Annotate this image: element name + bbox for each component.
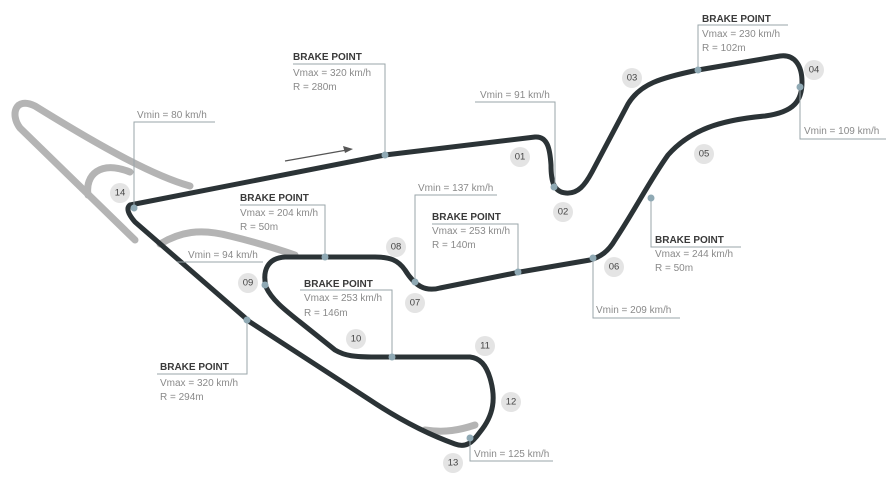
callout-title: BRAKE POINT <box>432 212 501 223</box>
turn-badge <box>501 392 521 412</box>
callout-vmin: Vmin = 125 km/h <box>474 449 549 460</box>
callout-vmin: Vmin = 91 km/h <box>480 90 550 101</box>
alt-track-hairpin <box>421 421 479 435</box>
turn-number: 08 <box>391 242 402 253</box>
direction-arrow-icon <box>284 146 353 162</box>
main-track <box>125 53 805 448</box>
turn-marker: 06 <box>604 257 624 277</box>
turn-badge <box>510 147 530 167</box>
turn-number: 09 <box>243 278 254 289</box>
callout-vmin: Vmin = 209 km/h <box>596 305 671 316</box>
turn-badge <box>443 453 463 473</box>
turn-marker: 03 <box>622 68 642 88</box>
turn-badge <box>386 237 406 257</box>
turn-marker: 11 <box>475 336 495 356</box>
turn-marker: 05 <box>694 144 714 164</box>
callout-vmin: Vmin = 80 km/h <box>137 110 207 121</box>
callout-brake-t5: BRAKE POINT Vmax = 244 km/h R = 50m <box>647 194 741 274</box>
turn-number: 03 <box>627 73 638 84</box>
turn-marker: 12 <box>501 392 521 412</box>
callout-vmin-t13: Vmin = 125 km/h <box>466 434 553 462</box>
callout-title: BRAKE POINT <box>702 14 771 25</box>
turn-number: 12 <box>506 397 517 408</box>
callout-brake-t8: BRAKE POINT Vmax = 204 km/h R = 50m <box>240 193 329 261</box>
callout-radius: R = 102m <box>702 43 746 54</box>
callout-radius: R = 280m <box>293 82 337 93</box>
callout-brake-t1: BRAKE POINT Vmax = 320 km/h R = 280m <box>293 52 389 159</box>
turn-marker: 04 <box>804 60 824 80</box>
turn-badge <box>238 273 258 293</box>
callout-vmax: Vmax = 204 km/h <box>240 208 318 219</box>
callout-vmin-t7: Vmin = 137 km/h <box>411 183 497 286</box>
callout-vmin-t9: Vmin = 94 km/h <box>177 250 269 289</box>
turn-marker: 07 <box>405 293 425 313</box>
turn-markers: 01 02 03 04 05 06 07 08 09 10 11 12 13 14 <box>110 60 824 473</box>
turn-badge <box>553 202 573 222</box>
callout-vmax: Vmax = 244 km/h <box>655 249 733 260</box>
turn-badge <box>475 336 495 356</box>
callout-radius: R = 50m <box>655 263 693 274</box>
turn-marker: 09 <box>238 273 258 293</box>
callout-vmax: Vmax = 320 km/h <box>293 68 371 79</box>
callout-vmax: Vmax = 320 km/h <box>160 378 238 389</box>
callout-title: BRAKE POINT <box>293 52 362 63</box>
callout-vmin-t2: Vmin = 91 km/h <box>475 90 558 191</box>
turn-marker: 10 <box>346 329 366 349</box>
callout-vmax: Vmax = 253 km/h <box>304 293 382 304</box>
turn-number: 04 <box>809 65 820 76</box>
turn-badge <box>694 144 714 164</box>
callout-brake-t3: BRAKE POINT Vmax = 230 km/h R = 102m <box>694 14 788 74</box>
turn-number: 02 <box>558 207 569 218</box>
turn-badge <box>604 257 624 277</box>
turn-badge <box>110 183 130 203</box>
turn-badge <box>405 293 425 313</box>
callout-vmin: Vmin = 94 km/h <box>188 250 258 261</box>
callout-brake-t6: BRAKE POINT Vmax = 253 km/h R = 140m <box>432 212 522 276</box>
callout-title: BRAKE POINT <box>655 235 724 246</box>
callout-vmin-t6: Vmin = 209 km/h <box>589 254 680 319</box>
callout-radius: R = 50m <box>240 222 278 233</box>
callout-title: BRAKE POINT <box>160 362 229 373</box>
turn-number: 06 <box>609 262 620 273</box>
callout-vmax: Vmax = 253 km/h <box>432 226 510 237</box>
callout-brake-t10: BRAKE POINT Vmax = 253 km/h R = 146m <box>300 279 396 361</box>
alt-track-loop <box>11 99 194 244</box>
turn-marker: 13 <box>443 453 463 473</box>
callout-title: BRAKE POINT <box>304 279 373 290</box>
turn-marker: 02 <box>553 202 573 222</box>
callout-vmax: Vmax = 230 km/h <box>702 29 780 40</box>
callout-radius: R = 140m <box>432 240 476 251</box>
turn-number: 13 <box>448 458 459 469</box>
callout-brake-t13: BRAKE POINT Vmax = 320 km/h R = 294m <box>157 316 251 403</box>
turn-marker: 14 <box>110 183 130 203</box>
turn-badge <box>804 60 824 80</box>
turn-number: 11 <box>480 341 490 352</box>
turn-marker: 08 <box>386 237 406 257</box>
turn-marker: 01 <box>510 147 530 167</box>
turn-number: 01 <box>515 152 526 163</box>
turn-number: 14 <box>115 188 126 199</box>
turn-number: 07 <box>410 298 421 309</box>
callout-vmin: Vmin = 137 km/h <box>418 183 493 194</box>
callout-radius: R = 146m <box>304 308 348 319</box>
turn-badge <box>622 68 642 88</box>
callout-vmin-t4: Vmin = 109 km/h <box>796 83 886 140</box>
callout-vmin-t14: Vmin = 80 km/h <box>130 110 215 212</box>
turn-badge <box>346 329 366 349</box>
alt-track-infield <box>156 228 299 259</box>
alt-track-connector <box>84 164 134 199</box>
callout-vmin: Vmin = 109 km/h <box>804 126 879 137</box>
turn-number: 05 <box>699 149 710 160</box>
callout-radius: R = 294m <box>160 392 204 403</box>
callout-title: BRAKE POINT <box>240 193 309 204</box>
turn-number: 10 <box>351 334 362 345</box>
